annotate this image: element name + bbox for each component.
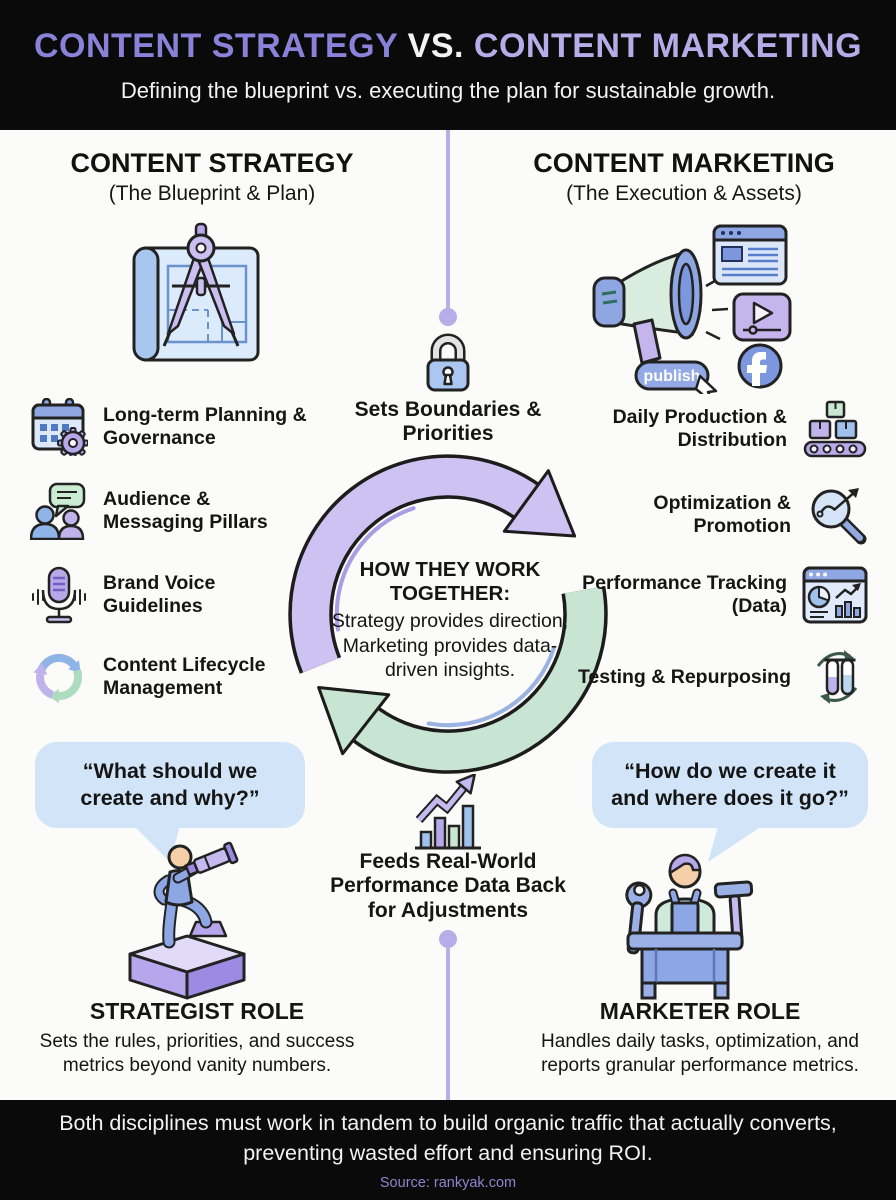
bottom-connector-dot [439, 930, 457, 948]
strategy-quote-bubble: “What should we create and why?” [35, 742, 305, 828]
megaphone-channels-icon: publish [592, 224, 792, 394]
top-connector-line [446, 130, 450, 310]
magnifier-trend-icon [811, 488, 867, 545]
footer-text: Both disciplines must work in tandem to … [59, 1111, 837, 1165]
cursor-icon [694, 374, 718, 394]
lock-icon [426, 333, 470, 392]
marketing-quote-bubble: “How do we create it and where does it g… [592, 742, 868, 828]
strategist-role-desc: Sets the rules, priorities, and success … [39, 1031, 355, 1077]
strategy-quote: “What should we create and why?” [80, 759, 260, 810]
growth-chart-icon [415, 774, 481, 850]
marketing-item-tracking: Performance Tracking (Data) [556, 564, 868, 626]
marketing-item-optimization: Optimization & Promotion [556, 484, 868, 546]
strategy-item-label: Audience & Messaging Pillars [103, 488, 268, 533]
marketing-item-label: Optimization & Promotion [653, 492, 791, 537]
marketing-subtitle: (The Execution & Assets) [566, 182, 802, 205]
title-vs: VS. [397, 26, 474, 65]
marketing-heading: CONTENT MARKETING (The Execution & Asset… [512, 148, 856, 206]
lifecycle-arrows-icon [33, 653, 83, 703]
video-player-icon [732, 292, 792, 342]
footer-source: Source: rankyak.com [379, 1174, 517, 1191]
boundaries-label: Sets Boundaries & Priorities [354, 398, 542, 446]
facebook-icon [737, 343, 783, 389]
footer-band: Both disciplines must work in tandem to … [0, 1100, 896, 1200]
publish-badge-label: publish [644, 368, 701, 385]
strategy-item-lifecycle: Content Lifecycle Management [30, 646, 320, 708]
strategy-heading: CONTENT STRATEGY (The Blueprint & Plan) [40, 148, 384, 206]
strategist-figure-icon [128, 841, 246, 1000]
marketing-title: CONTENT MARKETING [533, 148, 835, 178]
testtubes-cycle-icon [816, 650, 858, 704]
blueprint-compass-icon [132, 222, 260, 362]
marketing-bubble-tail [708, 826, 762, 862]
cycle-center-text: HOW THEY WORK TOGETHER: Strategy provide… [328, 558, 572, 682]
strategy-subtitle: (The Blueprint & Plan) [108, 182, 316, 205]
marketing-item-label: Daily Production & Distribution [612, 406, 787, 451]
microphone-icon [32, 566, 86, 624]
marketer-role-desc: Handles daily tasks, optimization, and r… [541, 1031, 859, 1077]
header-band: CONTENT STRATEGY VS. CONTENT MARKETING D… [0, 0, 896, 130]
title-marketing: CONTENT MARKETING [473, 26, 863, 65]
cycle-title: HOW THEY WORK TOGETHER: [359, 558, 541, 606]
cycle-description: Strategy provides direction; Marketing p… [331, 610, 569, 681]
calendar-gear-icon [31, 398, 88, 456]
strategy-item-label: Long-term Planning & Governance [103, 404, 307, 449]
title-strategy: CONTENT STRATEGY [33, 26, 398, 65]
bottom-connector-line [446, 948, 450, 1100]
top-connector-dot [439, 308, 457, 326]
strategy-item-voice: Brand Voice Guidelines [30, 564, 320, 626]
browser-window-icon [712, 224, 788, 286]
strategist-role-block: STRATEGIST ROLE Sets the rules, prioriti… [22, 998, 372, 1079]
strategy-item-planning: Long-term Planning & Governance [30, 396, 320, 458]
strategy-title: CONTENT STRATEGY [70, 148, 354, 178]
marketing-item-testing: Testing & Repurposing [556, 646, 868, 708]
feedback-label: Feeds Real-World Performance Data Back f… [330, 850, 566, 922]
megaphone-icon [592, 248, 703, 365]
strategist-role-title: STRATEGIST ROLE [89, 998, 305, 1024]
page-title: CONTENT STRATEGY VS. CONTENT MARKETING [34, 27, 862, 66]
strategy-item-label: Content Lifecycle Management [103, 654, 266, 699]
conveyor-boxes-icon [803, 400, 867, 458]
page-subtitle: Defining the blueprint vs. executing the… [120, 77, 776, 103]
cycle-arrows-diagram [288, 454, 608, 774]
audience-chat-icon [30, 482, 86, 540]
marketing-quote: “How do we create it and where does it g… [611, 759, 849, 810]
marketer-role-title: MARKETER ROLE [599, 998, 801, 1024]
strategy-item-audience: Audience & Messaging Pillars [30, 480, 320, 542]
marketing-item-label: Performance Tracking (Data) [582, 572, 787, 617]
marketer-figure-icon [625, 853, 754, 1000]
publish-button-icon: publish [634, 360, 710, 391]
marketing-item-production: Daily Production & Distribution [556, 398, 868, 460]
marketing-item-label: Testing & Repurposing [577, 665, 791, 688]
marketer-role-block: MARKETER ROLE Handles daily tasks, optim… [516, 998, 884, 1079]
strategy-item-label: Brand Voice Guidelines [103, 572, 216, 617]
analytics-dashboard-icon [802, 566, 868, 624]
telescope-icon [184, 841, 239, 877]
